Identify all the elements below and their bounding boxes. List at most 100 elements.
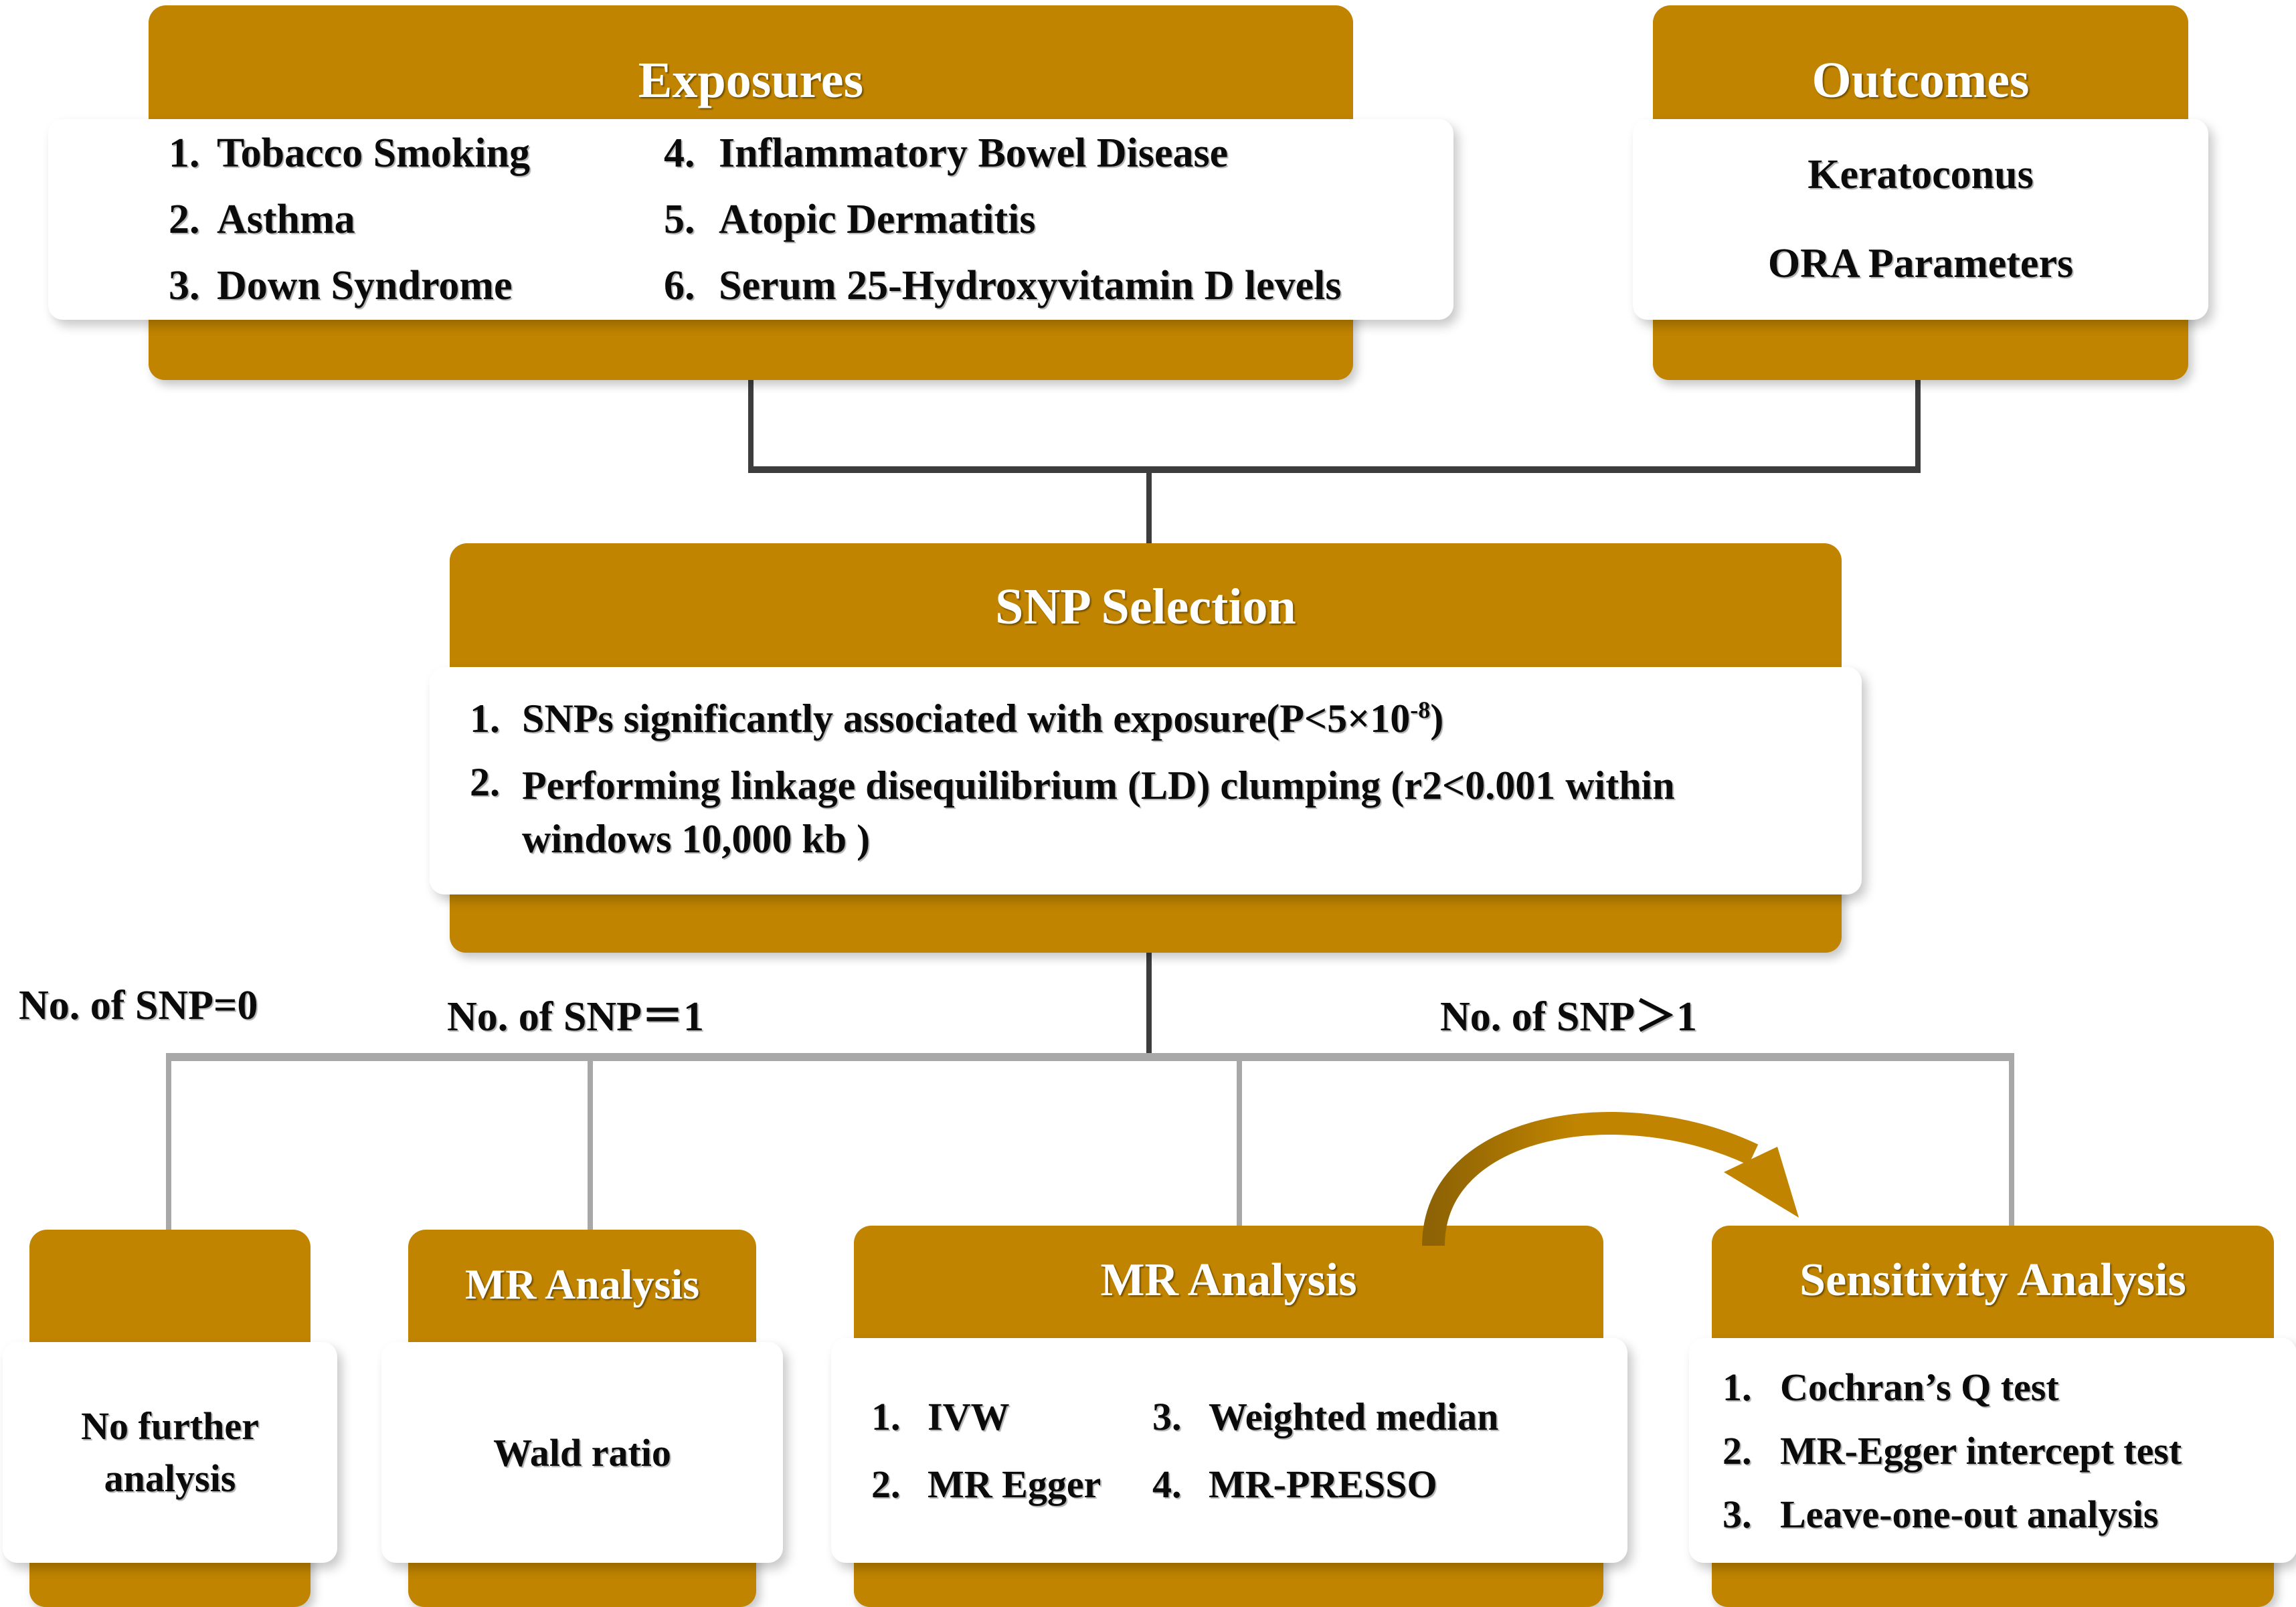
node-exposures: Exposures 1. Tobacco Smoking 4. Inflamma…	[48, 5, 1453, 380]
list-item-label: MR-PRESSO	[1209, 1462, 1437, 1506]
node-sensitivity-analysis: Sensitivity Analysis 1. Cochran’s Q test…	[1689, 1226, 2296, 1607]
list-item: 1. Tobacco Smoking	[169, 130, 664, 177]
mr-multi-panel: 1. IVW 3. Weighted median 2. MR Egger 4.	[831, 1338, 1627, 1563]
exposures-list: 1. Tobacco Smoking 4. Inflammatory Bowel…	[48, 130, 1453, 310]
sensitivity-title: Sensitivity Analysis	[1799, 1254, 2186, 1306]
branch-label-snp-one: No. of SNP＝1	[447, 994, 705, 1040]
node-mr-analysis-wald: MR Analysis Wald ratio	[381, 1230, 783, 1607]
list-item: 2. Asthma	[169, 196, 664, 244]
list-row: 1. Tobacco Smoking 4. Inflammatory Bowel…	[169, 130, 1453, 177]
list-item-number: 2.	[871, 1462, 901, 1506]
list-item: 4. Inflammatory Bowel Disease	[664, 130, 1228, 177]
snp-criterion-1-tail: )	[1430, 696, 1444, 741]
outcomes-line: Keratoconus	[1807, 152, 2034, 197]
list-item: 3. Weighted median	[1152, 1394, 1498, 1439]
list-item: 2. Performing linkage disequilibrium (LD…	[470, 759, 1835, 865]
list-item-label: MR-Egger intercept test	[1780, 1428, 2182, 1473]
list-item-label: SNPs significantly associated with expos…	[522, 696, 1443, 742]
exposures-panel: 1. Tobacco Smoking 4. Inflammatory Bowel…	[48, 119, 1453, 320]
snp-criterion-1-text: SNPs significantly associated with expos…	[522, 696, 1411, 741]
mr-wald-header: MR Analysis	[408, 1230, 756, 1357]
node-outcomes: Outcomes Keratoconus ORA Parameters	[1633, 5, 2208, 380]
connector-horizontal-bus	[748, 466, 1921, 473]
list-item: 3. Down Syndrome	[169, 262, 664, 310]
mr-wald-panel: Wald ratio	[381, 1342, 783, 1563]
list-row: 2. MR Egger 4. MR-PRESSO	[871, 1462, 1627, 1507]
list-item-number: 2.	[1723, 1428, 1752, 1473]
list-item-label: IVW	[928, 1395, 1010, 1438]
list-item-number: 1.	[1723, 1365, 1752, 1409]
list-item-label: Weighted median	[1209, 1395, 1499, 1438]
connector-snp-stem	[1146, 943, 1152, 1058]
connector-branch-zero	[166, 1053, 171, 1235]
sensitivity-list: 1. Cochran’s Q test 2. MR-Egger intercep…	[1689, 1365, 2296, 1537]
list-item-number: 1.	[470, 696, 500, 741]
no-further-line: analysis	[104, 1456, 236, 1500]
list-item: 3. Leave-one-out analysis	[1723, 1492, 2296, 1537]
list-item-number: 5.	[664, 196, 695, 242]
mr-multi-title: MR Analysis	[1100, 1254, 1357, 1306]
list-item-label: Serum 25-Hydroxyvitamin D levels	[719, 262, 1342, 308]
list-item: 2. MR-Egger intercept test	[1723, 1428, 2296, 1473]
connector-outcomes-down	[1915, 380, 1921, 470]
outcomes-line: ORA Parameters	[1767, 241, 2074, 286]
node-snp-selection: SNP Selection 1. SNPs significantly asso…	[430, 543, 1862, 953]
list-item-label: Leave-one-out analysis	[1780, 1492, 2159, 1536]
list-item-number: 4.	[1152, 1462, 1182, 1506]
branch-label-snp-many: No. of SNP＞1	[1440, 994, 1698, 1040]
snp-criterion-1-exponent: -8	[1410, 696, 1431, 724]
list-item-number: 1.	[871, 1395, 901, 1438]
list-item-label: Inflammatory Bowel Disease	[719, 130, 1229, 176]
list-row: 2. Asthma 5. Atopic Dermatitis	[169, 196, 1453, 244]
list-item-label: MR Egger	[928, 1462, 1101, 1506]
connector-bus-to-snp	[1146, 466, 1152, 547]
list-item: 5. Atopic Dermatitis	[664, 196, 1035, 244]
exposures-title: Exposures	[638, 52, 864, 108]
mr-wald-line: Wald ratio	[493, 1430, 671, 1475]
connector-branch-one	[588, 1053, 593, 1235]
connector-branch-bus	[166, 1053, 2014, 1061]
list-item-number: 3.	[1152, 1395, 1182, 1438]
list-item-label: Atopic Dermatitis	[719, 196, 1036, 242]
mr-multi-list: 1. IVW 3. Weighted median 2. MR Egger 4.	[831, 1394, 1627, 1507]
sensitivity-panel: 1. Cochran’s Q test 2. MR-Egger intercep…	[1689, 1338, 2296, 1563]
list-item-label: Performing linkage disequilibrium (LD) c…	[522, 763, 1675, 861]
sensitivity-header: Sensitivity Analysis	[1712, 1226, 2274, 1353]
no-further-header	[29, 1230, 311, 1357]
list-item: 1. SNPs significantly associated with ex…	[470, 696, 1835, 742]
connector-branch-many-sens	[2009, 1053, 2014, 1235]
node-no-further-analysis: No further analysis	[3, 1230, 337, 1607]
snp-selection-header: SNP Selection	[450, 543, 1842, 687]
list-item-number: 4.	[664, 130, 695, 176]
snp-selection-panel: 1. SNPs significantly associated with ex…	[430, 667, 1862, 894]
snp-selection-title: SNP Selection	[995, 578, 1296, 635]
list-item: 6. Serum 25-Hydroxyvitamin D levels	[664, 262, 1342, 310]
node-mr-analysis-multi: MR Analysis 1. IVW 3. Weighted median	[831, 1226, 1627, 1607]
snp-selection-list: 1. SNPs significantly associated with ex…	[430, 696, 1862, 865]
connector-exposures-down	[748, 380, 754, 470]
connector-branch-many-mr	[1237, 1053, 1242, 1235]
outcomes-title: Outcomes	[1812, 52, 2030, 108]
list-row: 1. IVW 3. Weighted median	[871, 1394, 1627, 1439]
list-item: 1. Cochran’s Q test	[1723, 1365, 2296, 1410]
list-item-number: 3.	[1723, 1492, 1752, 1536]
list-item-number: 3.	[169, 262, 200, 308]
list-item: 2. MR Egger	[871, 1462, 1152, 1507]
outcomes-panel: Keratoconus ORA Parameters	[1633, 119, 2208, 320]
list-item-number: 2.	[169, 196, 200, 242]
list-row: 3. Down Syndrome 6. Serum 25-Hydroxyvita…	[169, 262, 1453, 310]
list-item-label: Asthma	[217, 196, 355, 242]
list-item: 1. IVW	[871, 1394, 1152, 1439]
mr-wald-title: MR Analysis	[464, 1260, 700, 1308]
mr-multi-header: MR Analysis	[854, 1226, 1603, 1353]
no-further-line: No further	[81, 1404, 259, 1448]
list-item-number: 6.	[664, 262, 695, 308]
no-further-panel: No further analysis	[3, 1342, 337, 1563]
branch-label-snp-zero: No. of SNP=0	[19, 983, 258, 1028]
list-item-number: 2.	[470, 760, 500, 805]
list-item-number: 1.	[169, 130, 200, 176]
list-item-label: Cochran’s Q test	[1780, 1365, 2059, 1409]
list-item-label: Down Syndrome	[217, 262, 513, 308]
list-item: 4. MR-PRESSO	[1152, 1462, 1437, 1507]
